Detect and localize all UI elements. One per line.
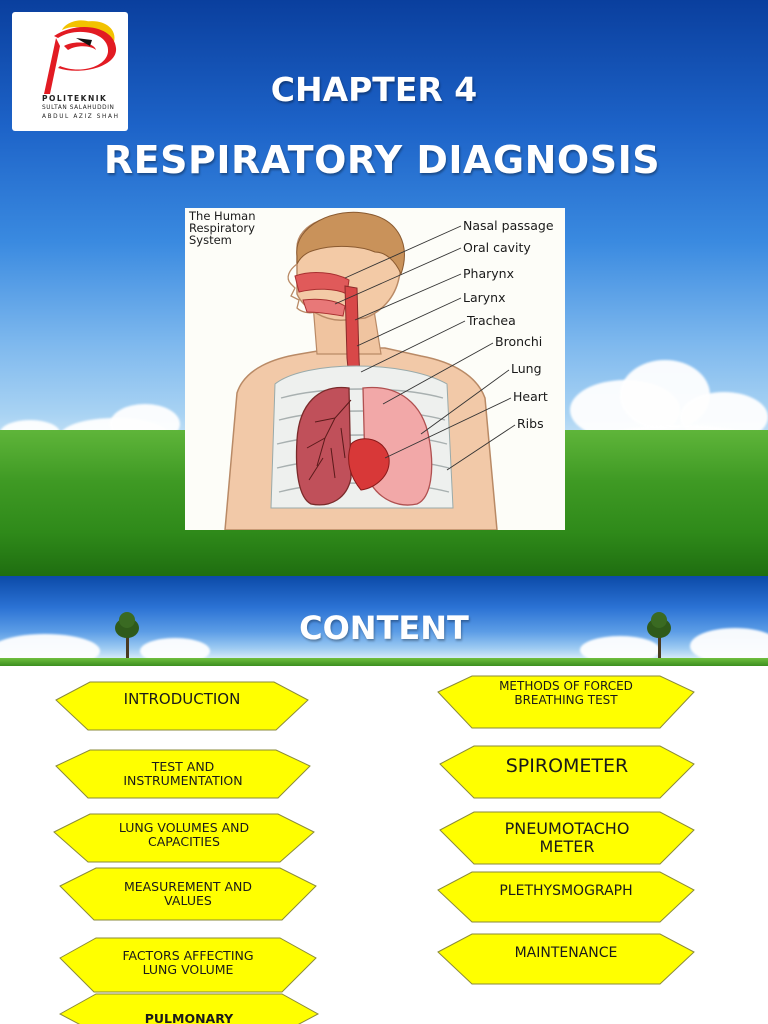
diagram-title: The Human Respiratory System	[189, 209, 256, 247]
content-item-label: MEASUREMENT AND VALUES	[123, 878, 253, 908]
content-item-maintenance: MAINTENANCE	[434, 932, 698, 986]
content-item-label: PLETHYSMOGRAPH	[499, 882, 633, 899]
human-torso-illustration	[224, 211, 516, 530]
content-item-label: SPIROMETER	[505, 755, 629, 778]
content-item-measurement-and-values: MEASUREMENT AND VALUES	[56, 866, 320, 922]
content-item-lung-volumes-and-capacities: LUNG VOLUMES AND CAPACITIES	[50, 812, 318, 864]
label-ribs: Ribs	[517, 416, 544, 431]
label-larynx: Larynx	[463, 290, 506, 305]
tree-icon	[647, 612, 671, 662]
content-item-factors-affecting-lung-volume: FACTORS AFFECTING LUNG VOLUME	[56, 936, 320, 994]
content-item-pulmonary: PULMONARY	[56, 992, 322, 1024]
chapter-heading: CHAPTER 4	[270, 70, 478, 109]
content-title: CONTENT	[299, 609, 469, 647]
label-heart: Heart	[513, 389, 548, 404]
content-item-label: MAINTENANCE	[514, 944, 618, 961]
content-item-plethysmograph: PLETHYSMOGRAPH	[434, 870, 698, 924]
label-lung: Lung	[511, 361, 542, 376]
content-item-test-and-instrumentation: TEST AND INSTRUMENTATION	[50, 748, 316, 800]
logo-line-1: POLITEKNIK	[42, 94, 108, 103]
label-trachea: Trachea	[467, 313, 516, 328]
content-item-label: TEST AND INSTRUMENTATION	[123, 758, 243, 788]
logo-line-3: ABDUL AZIZ SHAH	[42, 114, 120, 120]
content-item-label: METHODS OF FORCED BREATHING TEST	[499, 679, 633, 707]
logo-line-2: SULTAN SALAHUDDIN	[42, 105, 115, 111]
content-item-methods-of-forced-breathing-test: METHODS OF FORCED BREATHING TEST	[434, 674, 698, 730]
tree-icons	[115, 612, 671, 662]
label-nasal-passage: Nasal passage	[463, 218, 554, 233]
title-slide: POLITEKNIK SULTAN SALAHUDDIN ABDUL AZIZ …	[0, 0, 768, 576]
content-item-label: FACTORS AFFECTING LUNG VOLUME	[122, 947, 254, 977]
tree-icon	[115, 612, 139, 662]
label-pharynx: Pharynx	[463, 266, 514, 281]
respiratory-system-diagram: The Human Respiratory System	[185, 208, 565, 530]
content-item-label: INTRODUCTION	[123, 690, 241, 709]
slide-title: RESPIRATORY DIAGNOSIS	[103, 138, 661, 182]
logo-emblem-icon	[44, 20, 117, 94]
grass-strip	[0, 658, 768, 666]
content-item-pneumotacho-meter: PNEUMOTACHO METER	[436, 810, 698, 866]
content-item-label: LUNG VOLUMES AND CAPACITIES	[118, 819, 250, 849]
content-item-label: PNEUMOTACHO METER	[504, 818, 630, 856]
content-item-introduction: INTRODUCTION	[50, 680, 314, 732]
content-item-label: PULMONARY	[144, 1010, 234, 1024]
content-item-spirometer: SPIROMETER	[436, 744, 698, 800]
politeknik-logo: POLITEKNIK SULTAN SALAHUDDIN ABDUL AZIZ …	[12, 12, 128, 131]
label-bronchi: Bronchi	[495, 334, 543, 349]
content-slide: CONTENT INTRODUCTION TEST AND INSTRUMENT…	[0, 576, 768, 1024]
label-oral-cavity: Oral cavity	[463, 240, 531, 255]
content-header-banner: CONTENT	[0, 576, 768, 666]
